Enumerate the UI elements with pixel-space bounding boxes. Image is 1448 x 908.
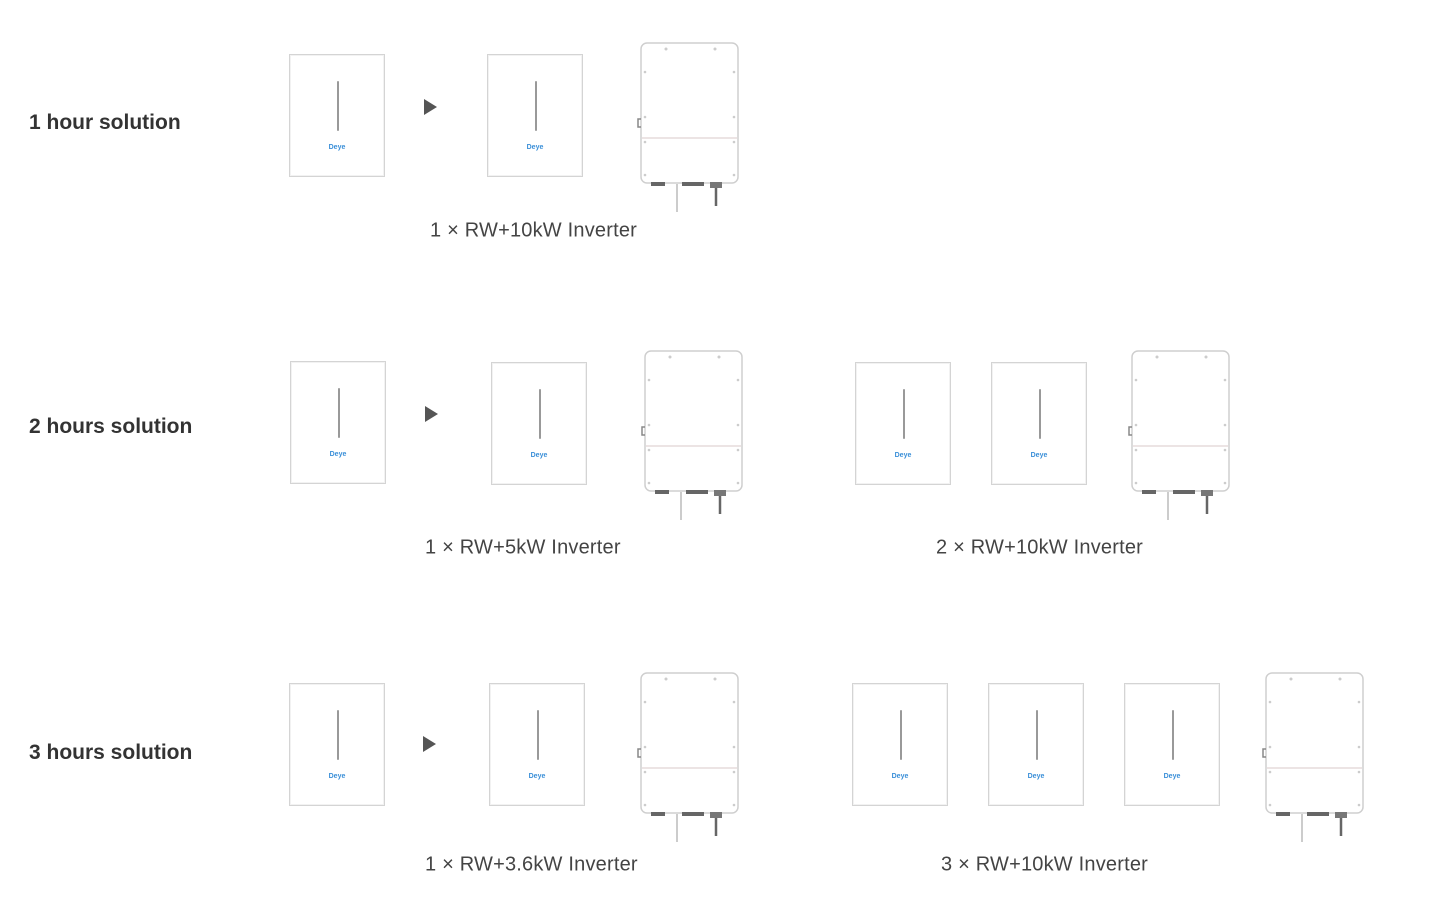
brand-logo: Deye [329,451,347,458]
battery-module-icon: Deye [491,362,587,485]
option-caption: 3 × RW+10kW Inverter [941,853,1149,876]
inverter-icon [636,672,740,844]
brand-logo: Deye [1163,773,1181,780]
battery-module-icon: Deye [290,361,386,484]
battery-module-icon: Deye [991,362,1087,485]
option-caption: 1 × RW+10kW Inverter [430,219,638,242]
option-caption: 2 × RW+10kW Inverter [936,536,1144,559]
row-label-2-hours: 2 hours solution [29,415,193,438]
row-label-1-hour: 1 hour solution [29,111,181,134]
battery-module-icon: Deye [289,54,385,177]
brand-logo: Deye [894,452,912,459]
inverter-drawing [641,350,743,520]
brand-logo: Deye [328,144,346,151]
inverter-icon [1261,672,1365,844]
brand-logo: Deye [530,452,548,459]
battery-module-icon: Deye [988,683,1084,806]
inverter-icon [1127,350,1231,522]
inverter-drawing [637,672,739,842]
brand-logo: Deye [328,773,346,780]
brand-logo: Deye [1030,452,1048,459]
battery-module-icon: Deye [487,54,583,177]
brand-logo: Deye [1027,773,1045,780]
inverter-drawing [1262,672,1364,842]
play-triangle-icon [424,99,437,115]
brand-logo: Deye [528,773,546,780]
inverter-drawing [637,42,739,212]
option-caption: 1 × RW+3.6kW Inverter [425,853,638,876]
inverter-icon [636,42,740,214]
inverter-drawing [1128,350,1230,520]
play-triangle-icon [425,406,438,422]
battery-module-icon: Deye [852,683,948,806]
inverter-icon [640,350,744,522]
play-triangle-icon [423,736,436,752]
brand-logo: Deye [526,144,544,151]
battery-module-icon: Deye [489,683,585,806]
brand-logo: Deye [891,773,909,780]
battery-module-icon: Deye [855,362,951,485]
row-label-3-hours: 3 hours solution [29,741,193,764]
battery-module-icon: Deye [289,683,385,806]
battery-module-icon: Deye [1124,683,1220,806]
option-caption: 1 × RW+5kW Inverter [425,536,621,559]
